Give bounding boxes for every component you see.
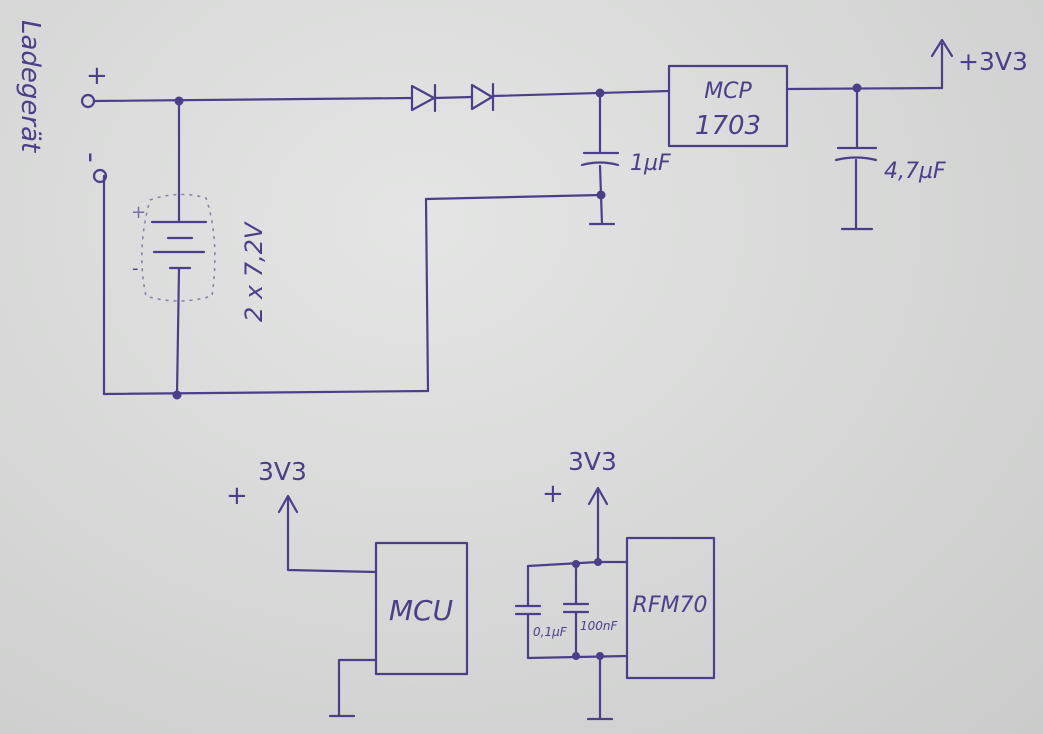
wire-regulator-output xyxy=(785,86,944,91)
junction-cap2-top xyxy=(852,83,862,93)
cap2-plate-bottom xyxy=(834,156,878,162)
junction-cap1-bottom xyxy=(596,190,606,200)
junction-cap-small2-bottom xyxy=(572,652,580,660)
wire-rf-supply xyxy=(596,488,629,564)
mcu-box xyxy=(374,541,469,676)
battery-plus-sign: + xyxy=(131,202,146,223)
regulator-label-line2: 1703 xyxy=(695,111,761,141)
junction-cap-small2-top xyxy=(572,560,580,568)
wire-bottom-rail xyxy=(102,389,430,396)
junction-battery-bottom xyxy=(172,390,182,400)
rf-supply-arrow-icon xyxy=(587,486,609,506)
rf-module-label: RFM70 xyxy=(633,593,708,618)
rf-plus-sign: + xyxy=(542,479,564,509)
wire-return-riser xyxy=(424,197,430,393)
wire-top-rail-left xyxy=(92,96,414,103)
junction-rf-ground xyxy=(596,652,604,660)
battery-label: 2 x 7,2V xyxy=(240,221,268,322)
charger-minus-sign: - xyxy=(74,152,109,163)
mcu-supply-label: 3V3 xyxy=(258,457,307,486)
cap-small1-label: 0,1µF xyxy=(533,625,568,639)
diode-1 xyxy=(410,83,437,113)
wire-return-to-cap1 xyxy=(424,193,603,201)
vcc-top-label: +3V3 xyxy=(958,47,1028,76)
cap1-plate-bottom xyxy=(580,161,620,167)
charger-plus-sign: + xyxy=(86,61,108,91)
junction-rf-supply xyxy=(594,558,602,566)
wire-caps-top-rail xyxy=(526,560,600,568)
wire-between-diodes xyxy=(433,95,474,100)
wire-diode-to-regulator xyxy=(491,89,671,98)
wire-mcu-ground xyxy=(337,658,378,718)
regulator-box xyxy=(667,64,789,148)
mcu-label: MCU xyxy=(389,594,453,627)
battery-minus-sign: - xyxy=(132,258,139,279)
rf-module-box xyxy=(625,536,716,680)
wire-battery-bottom xyxy=(175,266,181,397)
junction-cap1-top xyxy=(595,88,605,98)
vcc-arrow-icon xyxy=(930,38,954,58)
mcu-supply-arrow-icon xyxy=(277,494,299,514)
wire-mcu-supply xyxy=(286,496,378,574)
charger-plus-terminal xyxy=(80,93,96,109)
rf-supply-label: 3V3 xyxy=(568,447,617,476)
junction-battery-top xyxy=(174,96,184,106)
cap-small2-label: 100nF xyxy=(580,619,619,633)
cap2-label: 4,7µF xyxy=(884,159,946,184)
charger-minus-terminal xyxy=(92,168,108,184)
diode-2 xyxy=(470,82,495,112)
charger-label: Ladegerät xyxy=(15,20,45,153)
cap1-label: 1µF xyxy=(630,151,671,176)
mcu-plus-sign: + xyxy=(226,481,248,511)
regulator-label-line1: MCP xyxy=(704,79,752,104)
